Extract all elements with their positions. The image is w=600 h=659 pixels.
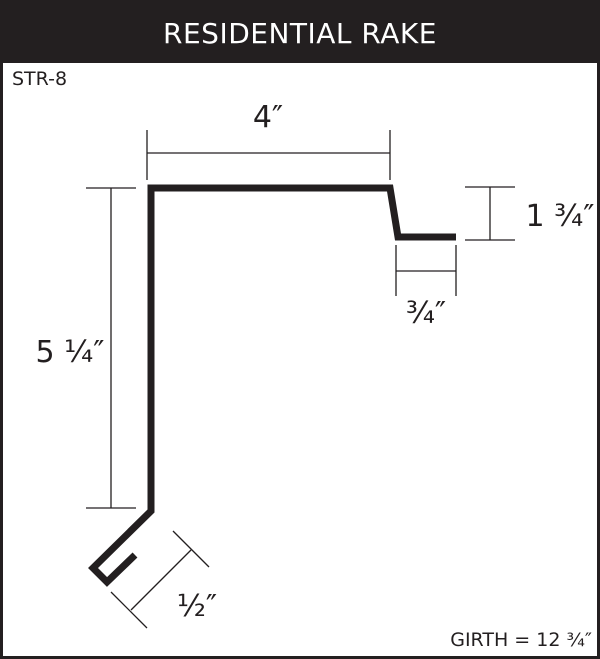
dimension-height bbox=[86, 187, 136, 509]
dimension-top-width bbox=[146, 130, 391, 180]
title-bar: RESIDENTIAL RAKE bbox=[3, 3, 597, 63]
part-number: STR-8 bbox=[12, 68, 67, 90]
rake-profile bbox=[88, 184, 456, 587]
dimension-hem bbox=[110, 530, 210, 629]
label-drop: 1 ¾″ bbox=[526, 199, 595, 234]
dimension-drip-leg bbox=[395, 245, 457, 296]
title: RESIDENTIAL RAKE bbox=[163, 16, 437, 50]
label-top-width: 4″ bbox=[253, 100, 283, 135]
label-hem: ½″ bbox=[177, 589, 217, 624]
label-drip-leg: ¾″ bbox=[406, 296, 446, 331]
dimension-drop bbox=[465, 186, 515, 241]
label-height: 5 ¼″ bbox=[36, 335, 105, 370]
girth-label: GIRTH = 12 ¾″ bbox=[450, 629, 592, 651]
